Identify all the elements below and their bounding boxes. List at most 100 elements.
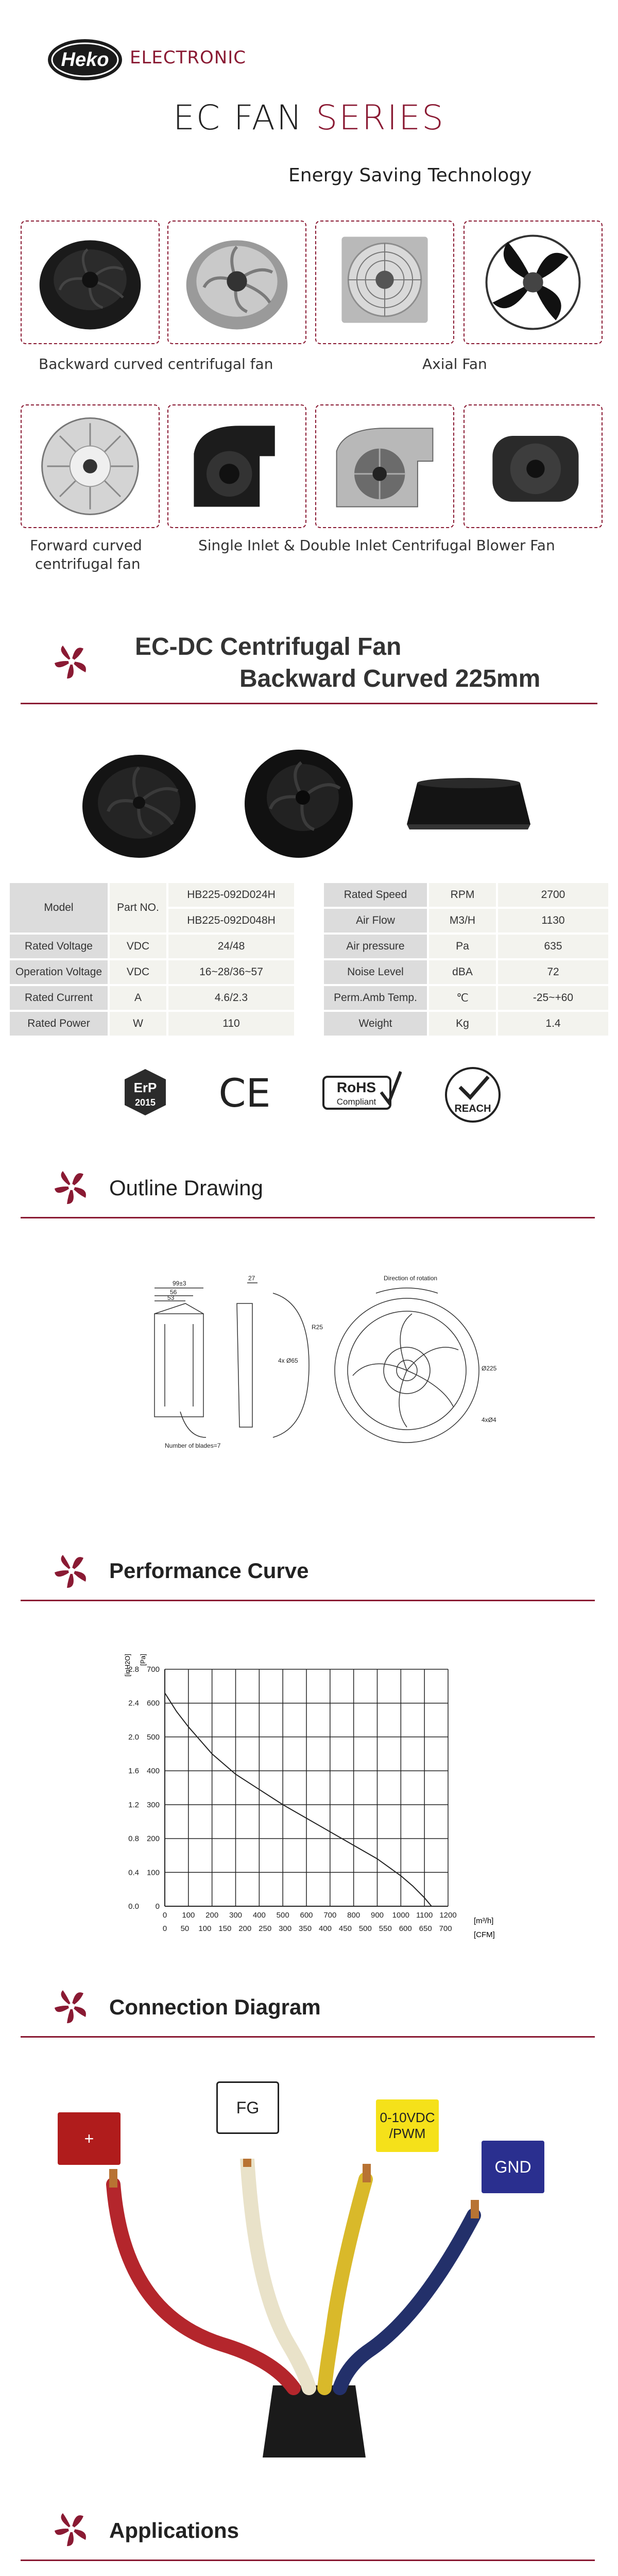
fan-logo-icon [55,646,86,679]
product-image-double-inlet-blower[interactable] [315,404,454,528]
x-tick-label-m3h: 400 [253,1911,266,1920]
spec-label: Operation Voltage [10,960,108,984]
svg-text:RoHS: RoHS [337,1079,376,1095]
spec-unit: Pa [429,935,496,958]
x-tick-label-cfm: 300 [279,1924,291,1933]
x-tick-label-cfm: 550 [379,1924,392,1933]
x-tick-label-m3h: 900 [371,1911,384,1920]
y-label-pa: [Pa] [139,1654,147,1666]
series-title-part1: EC FAN [173,98,304,138]
svg-text:Ø225: Ø225 [482,1365,497,1372]
spec-label: Noise Level [324,960,427,984]
product-photo-angle [245,750,353,858]
erp-text: ErP [134,1080,157,1095]
x-tick-label-cfm: 150 [218,1924,231,1933]
part-no-label: Part NO. [110,883,166,933]
x-tick-label-m3h: 300 [229,1911,242,1920]
section-title-performance: Performance Curve [109,1558,309,1583]
product-image-forward-curved[interactable] [21,404,160,528]
section-title-connection: Connection Diagram [109,1995,321,2019]
product-photo-side [407,778,530,829]
x-tick-label-cfm: 700 [439,1924,452,1933]
x-tick-label-cfm: 350 [299,1924,312,1933]
spec-value: 72 [498,960,608,984]
y-label-inh2o: [inH2O] [124,1654,131,1676]
x-tick-label-cfm: 450 [339,1924,352,1933]
label-forward-curved-line2: centrifugal fan [35,555,141,572]
spec-unit: A [110,986,166,1010]
section-divider [21,703,597,704]
x-tick-label-cfm: 400 [319,1924,332,1933]
spec-unit: ℃ [429,986,496,1010]
spec-value: 635 [498,935,608,958]
x-tick-label-m3h: 500 [277,1911,289,1920]
spec-value: 24/48 [168,935,294,958]
label-forward-curved-line1: Forward curved [30,537,142,554]
product-image-backward-2[interactable] [167,221,306,344]
x-tick-label-m3h: 700 [323,1911,336,1920]
pwm-terminal-label: 0-10VDC /PWM [376,2099,439,2152]
heko-logo: Heko [48,39,122,80]
spec-value: 1.4 [498,1012,608,1036]
svg-text:Compliant: Compliant [337,1097,376,1107]
y-tick-label-inh2o: 0.0 [128,1902,139,1911]
x-tick-label-cfm: 50 [181,1924,190,1933]
gnd-terminal-label: GND [482,2141,544,2193]
pwm-label-line1: 0-10VDC [380,2110,435,2125]
x-tick-label-m3h: 200 [205,1911,218,1920]
x-tick-label-cfm: 650 [419,1924,432,1933]
rohs-compliant-icon: RoHS Compliant [322,1071,402,1110]
spec-unit: W [110,1012,166,1036]
x-tick-label-cfm: 200 [238,1924,251,1933]
x-tick-label-cfm: 100 [198,1924,211,1933]
y-tick-label-inh2o: 0.4 [128,1868,139,1877]
spec-value: 110 [168,1012,294,1036]
y-tick-label-inh2o: 2.8 [128,1665,139,1674]
y-tick-label-pa: 100 [147,1868,160,1877]
series-title-part2: SERIES [316,98,445,138]
spec-unit: M3/H [429,909,496,933]
spec-value: -25~+60 [498,986,608,1010]
tagline: Energy Saving Technology [288,165,532,186]
fan-logo-icon [55,2513,86,2546]
y-tick-label-inh2o: 1.2 [128,1801,139,1809]
pwm-label-line2: /PWM [389,2126,426,2141]
svg-text:Number of blades=7: Number of blades=7 [165,1442,221,1449]
spec-unit: VDC [110,960,166,984]
x-tick-label-cfm: 0 [163,1924,167,1933]
section-divider [21,2560,595,2561]
section-title-applications: Applications [109,2518,239,2543]
product-photo-front [82,755,196,858]
x-tick-label-m3h: 1100 [416,1911,433,1920]
spec-unit: dBA [429,960,496,984]
spec-value: 4.6/2.3 [168,986,294,1010]
product-image-axial-2[interactable] [464,221,603,344]
product-image-blower-3[interactable] [464,404,603,528]
product-image-backward-1[interactable] [21,221,160,344]
product-title-line2: Backward Curved 225mm [239,665,541,692]
y-tick-label-inh2o: 1.6 [128,1767,139,1775]
spec-label: Air Flow [324,909,427,933]
fan-logo-icon [55,1555,86,1588]
svg-text:4x Ø65: 4x Ø65 [278,1357,298,1364]
spec-label: Rated Power [10,1012,108,1036]
svg-text:REACH: REACH [454,1103,491,1114]
product-image-axial-1[interactable] [315,221,454,344]
label-axial-fan: Axial Fan [422,355,487,372]
outline-drawing: 99±3 56 53 27 R25 Number of blades=7 Dir… [154,1275,497,1449]
svg-text:56: 56 [170,1289,177,1296]
svg-text:CE: CE [218,1070,270,1116]
section-divider [21,1217,595,1218]
spec-unit: RPM [429,883,496,907]
x-tick-label-m3h: 1200 [439,1911,456,1920]
label-blower-fans: Single Inlet & Double Inlet Centrifugal … [198,537,555,554]
svg-text:53: 53 [167,1294,175,1301]
y-tick-label-pa: 400 [147,1767,160,1775]
spec-label: Perm.Amb Temp. [324,986,427,1010]
spec-label: Rated Speed [324,883,427,907]
svg-text:99±3: 99±3 [173,1280,186,1287]
product-image-single-inlet-blower[interactable] [167,404,306,528]
section-divider [21,1600,595,1601]
performance-curve-series [164,1692,432,1907]
erp-2015-icon: ErP 2015 [125,1069,166,1115]
